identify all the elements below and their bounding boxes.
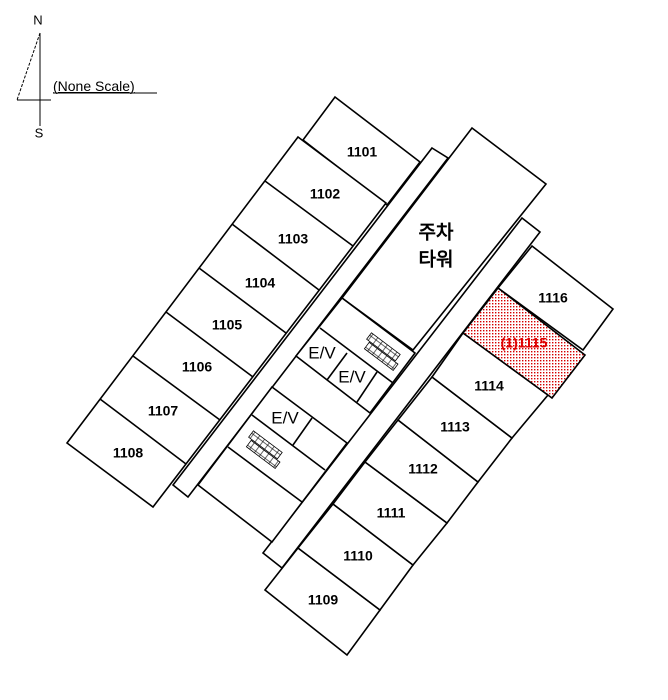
scale-note: (None Scale) — [53, 78, 135, 94]
highlighted-unit-label: (1)1115 — [501, 335, 548, 351]
unit-label: 1101 — [347, 144, 378, 160]
unit-1101[interactable] — [301, 95, 422, 207]
parking-tower-label: 타워 — [419, 249, 454, 271]
elevator-label: E/V — [308, 343, 336, 362]
unit-label: 1111 — [377, 505, 406, 521]
unit-label: 1104 — [245, 275, 276, 291]
unit-label: 1108 — [113, 445, 144, 461]
unit-label: 1116 — [538, 290, 568, 306]
unit-label: 1112 — [408, 461, 438, 477]
left-wing-units — [65, 135, 388, 509]
unit-label: 1103 — [278, 231, 309, 247]
unit-label: 1110 — [343, 548, 373, 564]
unit-label: 1106 — [182, 359, 213, 375]
unit-1116[interactable] — [496, 244, 615, 352]
elevator-label: E/V — [271, 408, 299, 427]
parking-tower-label: 주차 — [419, 222, 454, 244]
unit-label: 1114 — [474, 378, 504, 394]
upper-service-block — [294, 296, 417, 415]
unit-1115-highlighted[interactable] — [461, 286, 587, 400]
compass-south-label: S — [35, 125, 44, 140]
stair-icon — [245, 430, 283, 469]
unit-label: 1102 — [310, 186, 341, 202]
unit-label: 1107 — [148, 403, 179, 419]
left-wing-dividers — [99, 180, 354, 465]
unit-label: 1113 — [440, 419, 470, 435]
elevator-label: E/V — [338, 367, 366, 386]
unit-label: 1109 — [308, 592, 339, 608]
parking-tower[interactable] — [340, 126, 548, 352]
unit-label: 1105 — [212, 317, 243, 333]
compass-north-label: N — [33, 12, 42, 27]
north-arrow-icon — [16, 32, 51, 126]
stair-icon — [363, 332, 401, 371]
corridor-west — [171, 146, 450, 499]
